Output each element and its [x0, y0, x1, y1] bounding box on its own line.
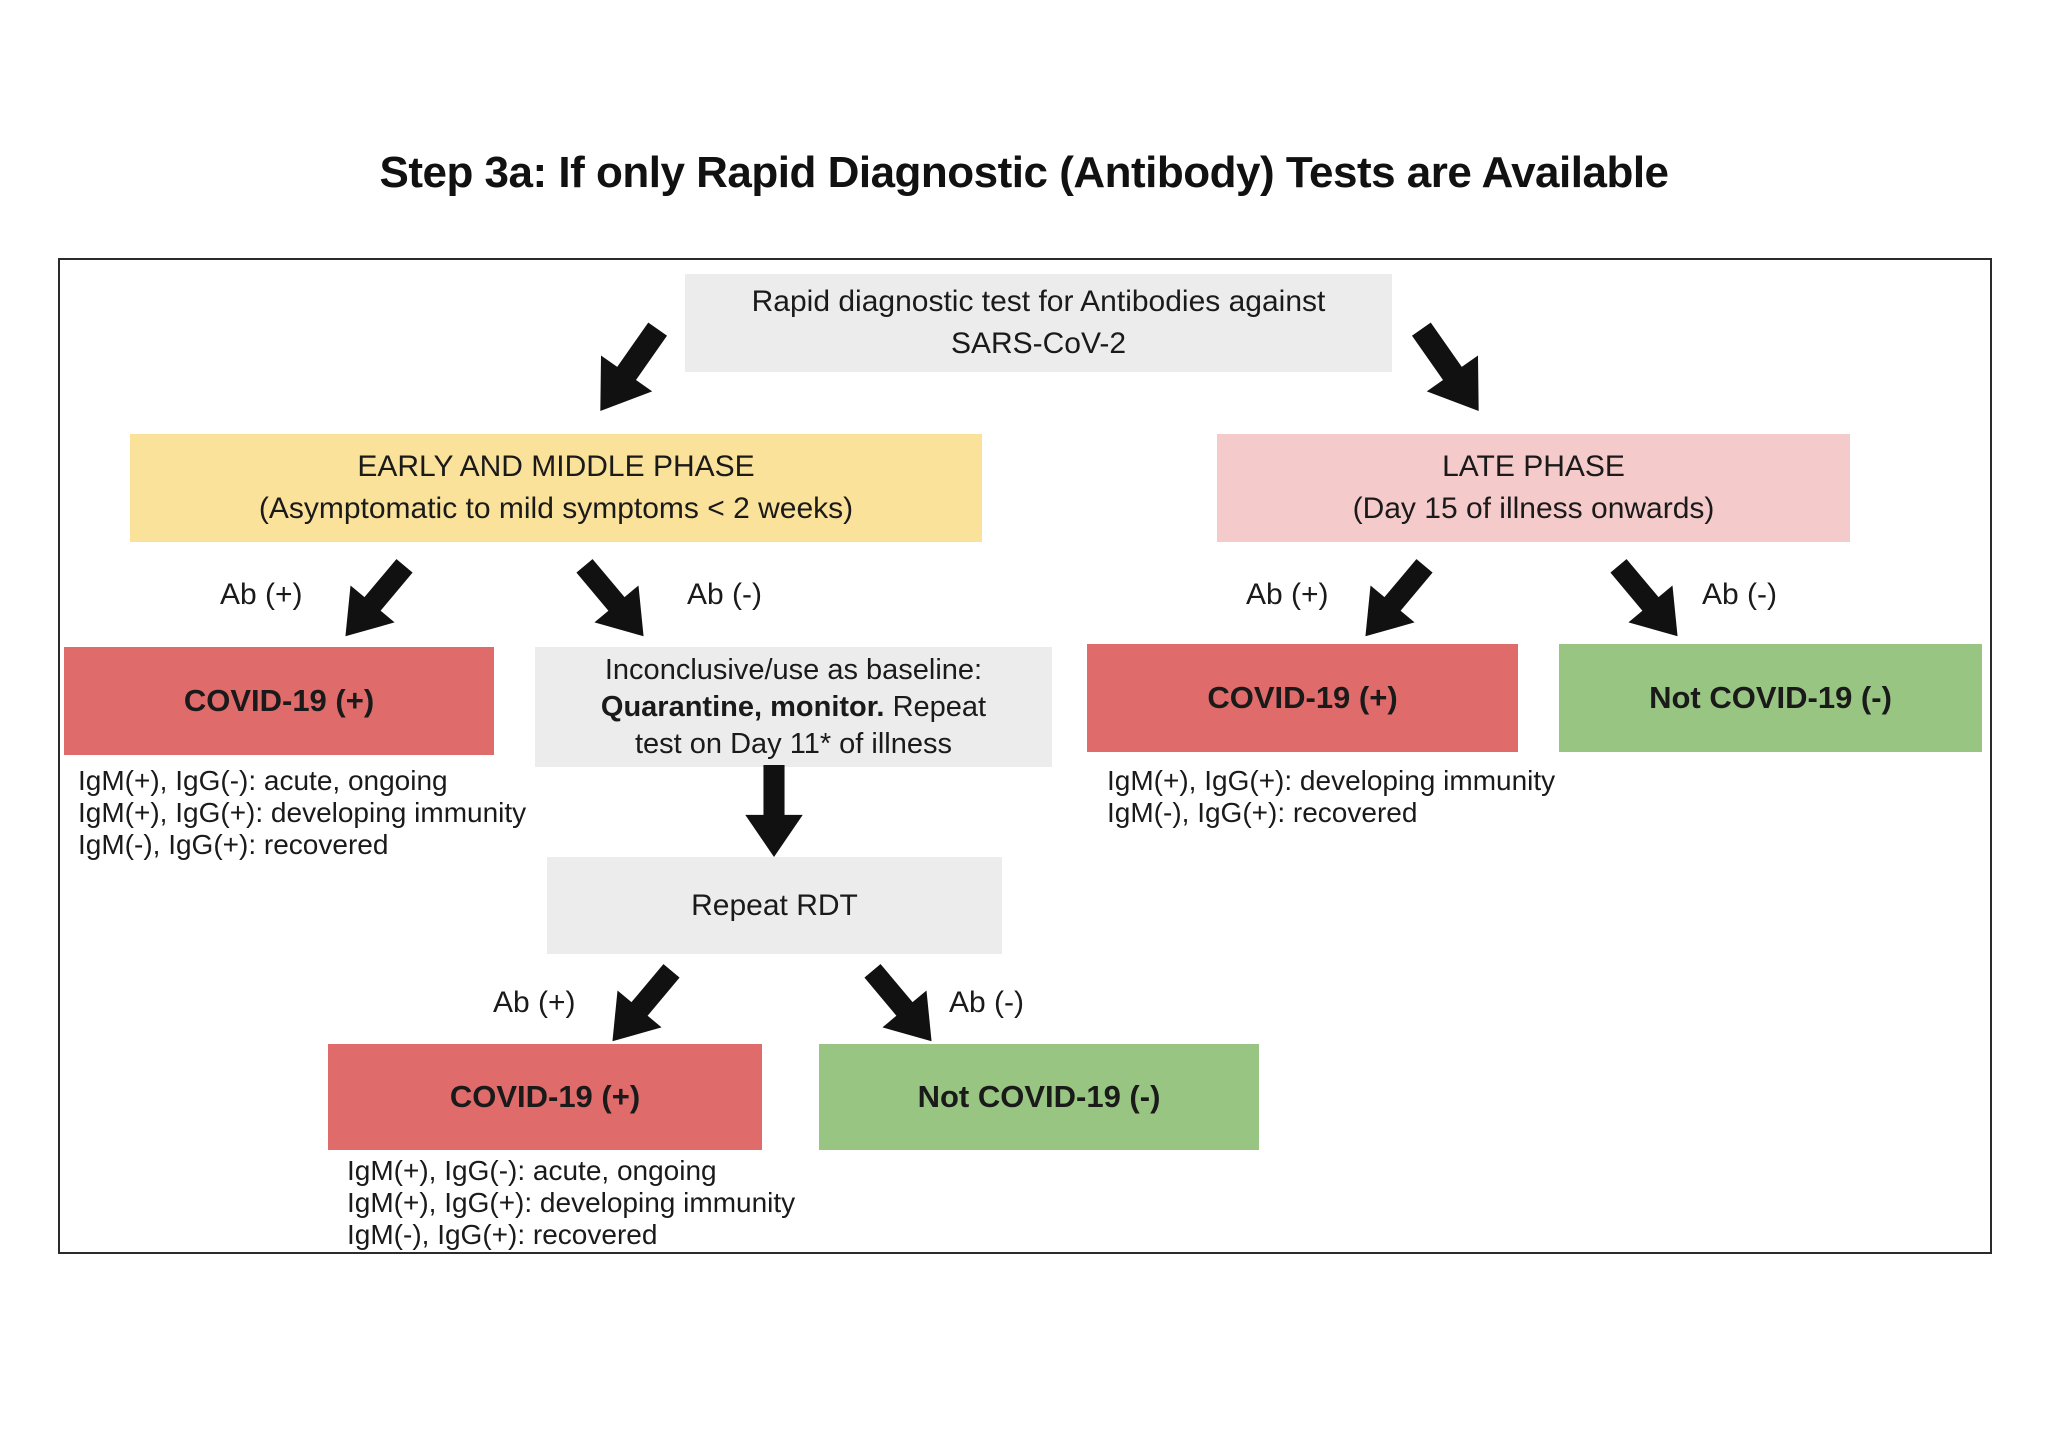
early-ab-negative-label: Ab (-) — [687, 578, 762, 611]
arrow-down-icon — [742, 765, 806, 857]
root-test-box: Rapid diagnostic test for Antibodies aga… — [685, 274, 1392, 372]
inconclusive-line3: test on Day 11* of illness — [634, 727, 953, 760]
repeat-ab-negative-label: Ab (-) — [949, 986, 1024, 1019]
repeat-covid-positive-box: COVID-19 (+) — [328, 1044, 762, 1150]
early-positive-notes: IgM(+), IgG(-): acute, ongoing IgM(+), I… — [78, 765, 526, 861]
inconclusive-line2: Quarantine, monitor. Repeat — [601, 689, 986, 726]
note-line: IgM(+), IgG(-): acute, ongoing — [78, 765, 448, 796]
note-line: IgM(-), IgG(+): recovered — [347, 1219, 658, 1250]
note-line: IgM(+), IgG(+): developing immunity — [78, 797, 527, 828]
repeat-covid-positive-label: COVID-19 (+) — [449, 1079, 641, 1114]
repeat-rdt-label: Repeat RDT — [691, 888, 858, 922]
repeat-not-covid-box: Not COVID-19 (-) — [819, 1044, 1259, 1150]
arrow-down-right-icon — [848, 950, 956, 1062]
early-middle-phase-box: EARLY AND MIDDLE PHASE (Asymptomatic to … — [130, 434, 982, 542]
late-positive-notes: IgM(+), IgG(+): developing immunity IgM(… — [1107, 765, 1555, 829]
note-line: IgM(-), IgG(+): recovered — [1107, 797, 1418, 828]
inconclusive-bold-text: Quarantine, monitor. — [600, 690, 885, 723]
early-phase-title: EARLY AND MIDDLE PHASE — [357, 450, 755, 483]
arrow-down-left-icon — [321, 545, 429, 657]
page-title: Step 3a: If only Rapid Diagnostic (Antib… — [379, 148, 1669, 197]
arrow-down-left-icon — [573, 310, 684, 430]
flowchart-container: Rapid diagnostic test for Antibodies aga… — [58, 258, 1992, 1254]
inconclusive-line2-rest: Repeat — [892, 690, 987, 723]
late-ab-positive-label: Ab (+) — [1246, 578, 1329, 611]
late-ab-negative-label: Ab (-) — [1702, 578, 1777, 611]
late-phase-subtitle: (Day 15 of illness onwards) — [1352, 492, 1715, 525]
early-covid-positive-label: COVID-19 (+) — [183, 683, 375, 718]
repeat-positive-notes: IgM(+), IgG(-): acute, ongoing IgM(+), I… — [347, 1155, 795, 1251]
root-test-label: Rapid diagnostic test for Antibodies aga… — [751, 285, 1326, 360]
early-phase-subtitle: (Asymptomatic to mild symptoms < 2 weeks… — [258, 492, 854, 525]
note-line: IgM(-), IgG(+): recovered — [78, 829, 389, 860]
repeat-not-covid-label: Not COVID-19 (-) — [917, 1079, 1161, 1114]
arrow-down-left-icon — [1341, 545, 1449, 657]
inconclusive-line1: Inconclusive/use as baseline: — [604, 653, 983, 686]
arrow-down-right-icon — [1394, 310, 1505, 430]
early-covid-positive-box: COVID-19 (+) — [64, 647, 494, 755]
arrow-down-right-icon — [1594, 545, 1702, 657]
arrow-down-right-icon — [560, 545, 668, 657]
late-covid-positive-label: COVID-19 (+) — [1207, 680, 1398, 715]
repeat-rdt-box: Repeat RDT — [547, 857, 1002, 954]
late-not-covid-label: Not COVID-19 (-) — [1649, 680, 1892, 715]
inconclusive-box: Inconclusive/use as baseline: Quarantine… — [535, 647, 1052, 767]
early-ab-positive-label: Ab (+) — [220, 578, 303, 611]
note-line: IgM(+), IgG(+): developing immunity — [347, 1187, 796, 1218]
late-covid-positive-box: COVID-19 (+) — [1087, 644, 1518, 752]
note-line: IgM(+), IgG(+): developing immunity — [1107, 765, 1556, 796]
late-phase-box: LATE PHASE (Day 15 of illness onwards) — [1217, 434, 1850, 542]
late-phase-title: LATE PHASE — [1442, 450, 1625, 483]
note-line: IgM(+), IgG(-): acute, ongoing — [347, 1155, 717, 1186]
late-not-covid-box: Not COVID-19 (-) — [1559, 644, 1982, 752]
repeat-ab-positive-label: Ab (+) — [493, 986, 576, 1019]
arrow-down-left-icon — [588, 950, 696, 1062]
